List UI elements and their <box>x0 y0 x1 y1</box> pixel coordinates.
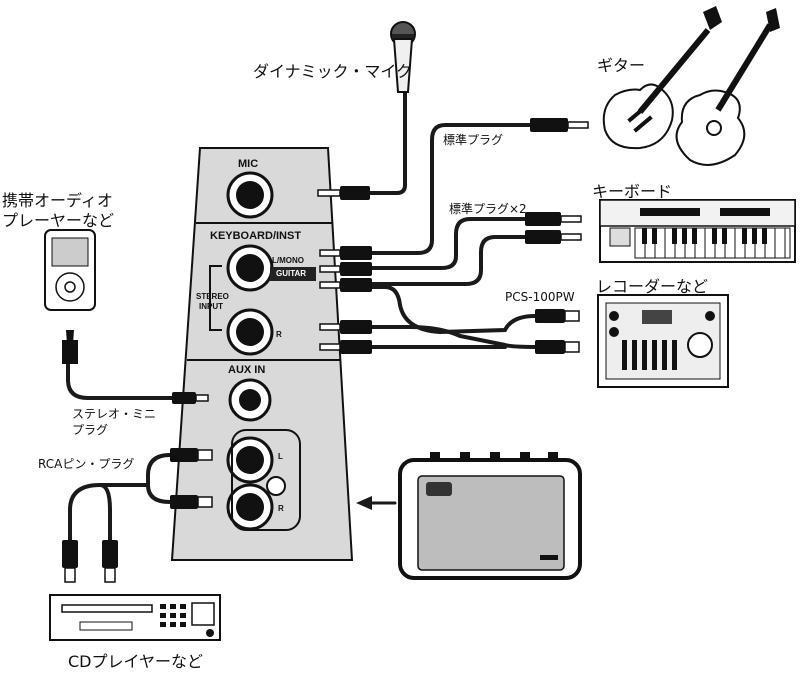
rca-l-jack[interactable] <box>226 436 274 484</box>
rca-cable-loop <box>146 453 172 504</box>
label-rca-plug: RCAピン・プラグ <box>38 457 135 471</box>
panel-l-mono-label: L/MONO <box>272 256 304 265</box>
label-std-plug: 標準プラグ <box>443 133 504 147</box>
aux-in-jack[interactable] <box>228 378 272 422</box>
amplifier-icon <box>398 452 582 580</box>
keyboard-l-mono-jack[interactable] <box>226 244 274 292</box>
panel-input-label: INPUT <box>199 302 223 311</box>
keyboard-plug-2 <box>525 230 561 244</box>
stereo-mini-plug <box>172 392 196 404</box>
label-portable-1: 携帯オーディオ <box>2 191 113 210</box>
portable-player-icon <box>44 229 96 364</box>
mic-cable <box>368 90 407 195</box>
stereo-input-bracket <box>209 265 222 331</box>
panel-r-label: R <box>276 330 282 339</box>
guitar-badge-bg <box>270 267 316 281</box>
label-mic: ダイナミック・マイク <box>253 62 413 81</box>
label-std-plug-x2: 標準プラグ×2 <box>449 202 527 216</box>
front-panel <box>170 147 354 561</box>
cd-player-icon <box>49 594 221 641</box>
label-recorder: レコーダーなど <box>596 277 709 296</box>
panel-guitar-badge: GUITAR <box>276 269 307 278</box>
microphone-icon <box>390 21 416 93</box>
mic-jack[interactable] <box>226 171 274 219</box>
plugs <box>62 118 589 583</box>
arrow-head-icon <box>356 496 372 510</box>
electric-guitar-icon <box>602 6 722 150</box>
label-portable-2: プレーヤーなど <box>2 211 115 230</box>
rca-lock-icon <box>266 476 286 496</box>
rca-plug-r <box>170 495 198 509</box>
mic-plug <box>340 186 370 200</box>
label-cd-player: CDプレイヤーなど <box>68 652 204 671</box>
panel-mic-label: MIC <box>238 158 259 170</box>
label-pcs-cable: PCS-100PW <box>505 290 575 304</box>
pcs-cable-2 <box>370 325 537 349</box>
keyboard-cable-1 <box>370 217 527 270</box>
panel-stereo-label: STEREO <box>196 292 229 301</box>
label-keyboard: キーボード <box>592 182 673 201</box>
rca-cable-right <box>98 483 112 542</box>
stereo-mini-cable <box>66 363 174 400</box>
label-guitar: ギター <box>597 56 646 75</box>
keyboard-cable-2 <box>370 235 527 286</box>
rca-jack-housing <box>231 429 301 531</box>
panel-keyboard-inst-label: KEYBOARD/INST <box>210 230 302 242</box>
keyboard-synth-icon <box>599 199 796 263</box>
pcs-cable-1 <box>370 285 537 335</box>
label-stereo-mini-1: ステレオ・ミニ <box>72 407 157 421</box>
rca-r-jack[interactable] <box>226 483 274 531</box>
guitar-cable <box>370 123 532 255</box>
panel-aux-l-label: L <box>278 452 283 461</box>
panel-aux-r-label: R <box>278 504 284 513</box>
label-stereo-mini-2: プラグ <box>72 423 109 437</box>
rca-plug-l <box>170 448 198 462</box>
keyboard-r-jack[interactable] <box>226 308 274 356</box>
keyboard-plug-1 <box>525 212 561 226</box>
acoustic-guitar-icon <box>675 8 780 166</box>
recorder-icon <box>597 294 729 388</box>
guitar-plug <box>530 118 568 132</box>
cables <box>66 90 537 542</box>
panel-aux-in-label: AUX IN <box>228 364 266 376</box>
